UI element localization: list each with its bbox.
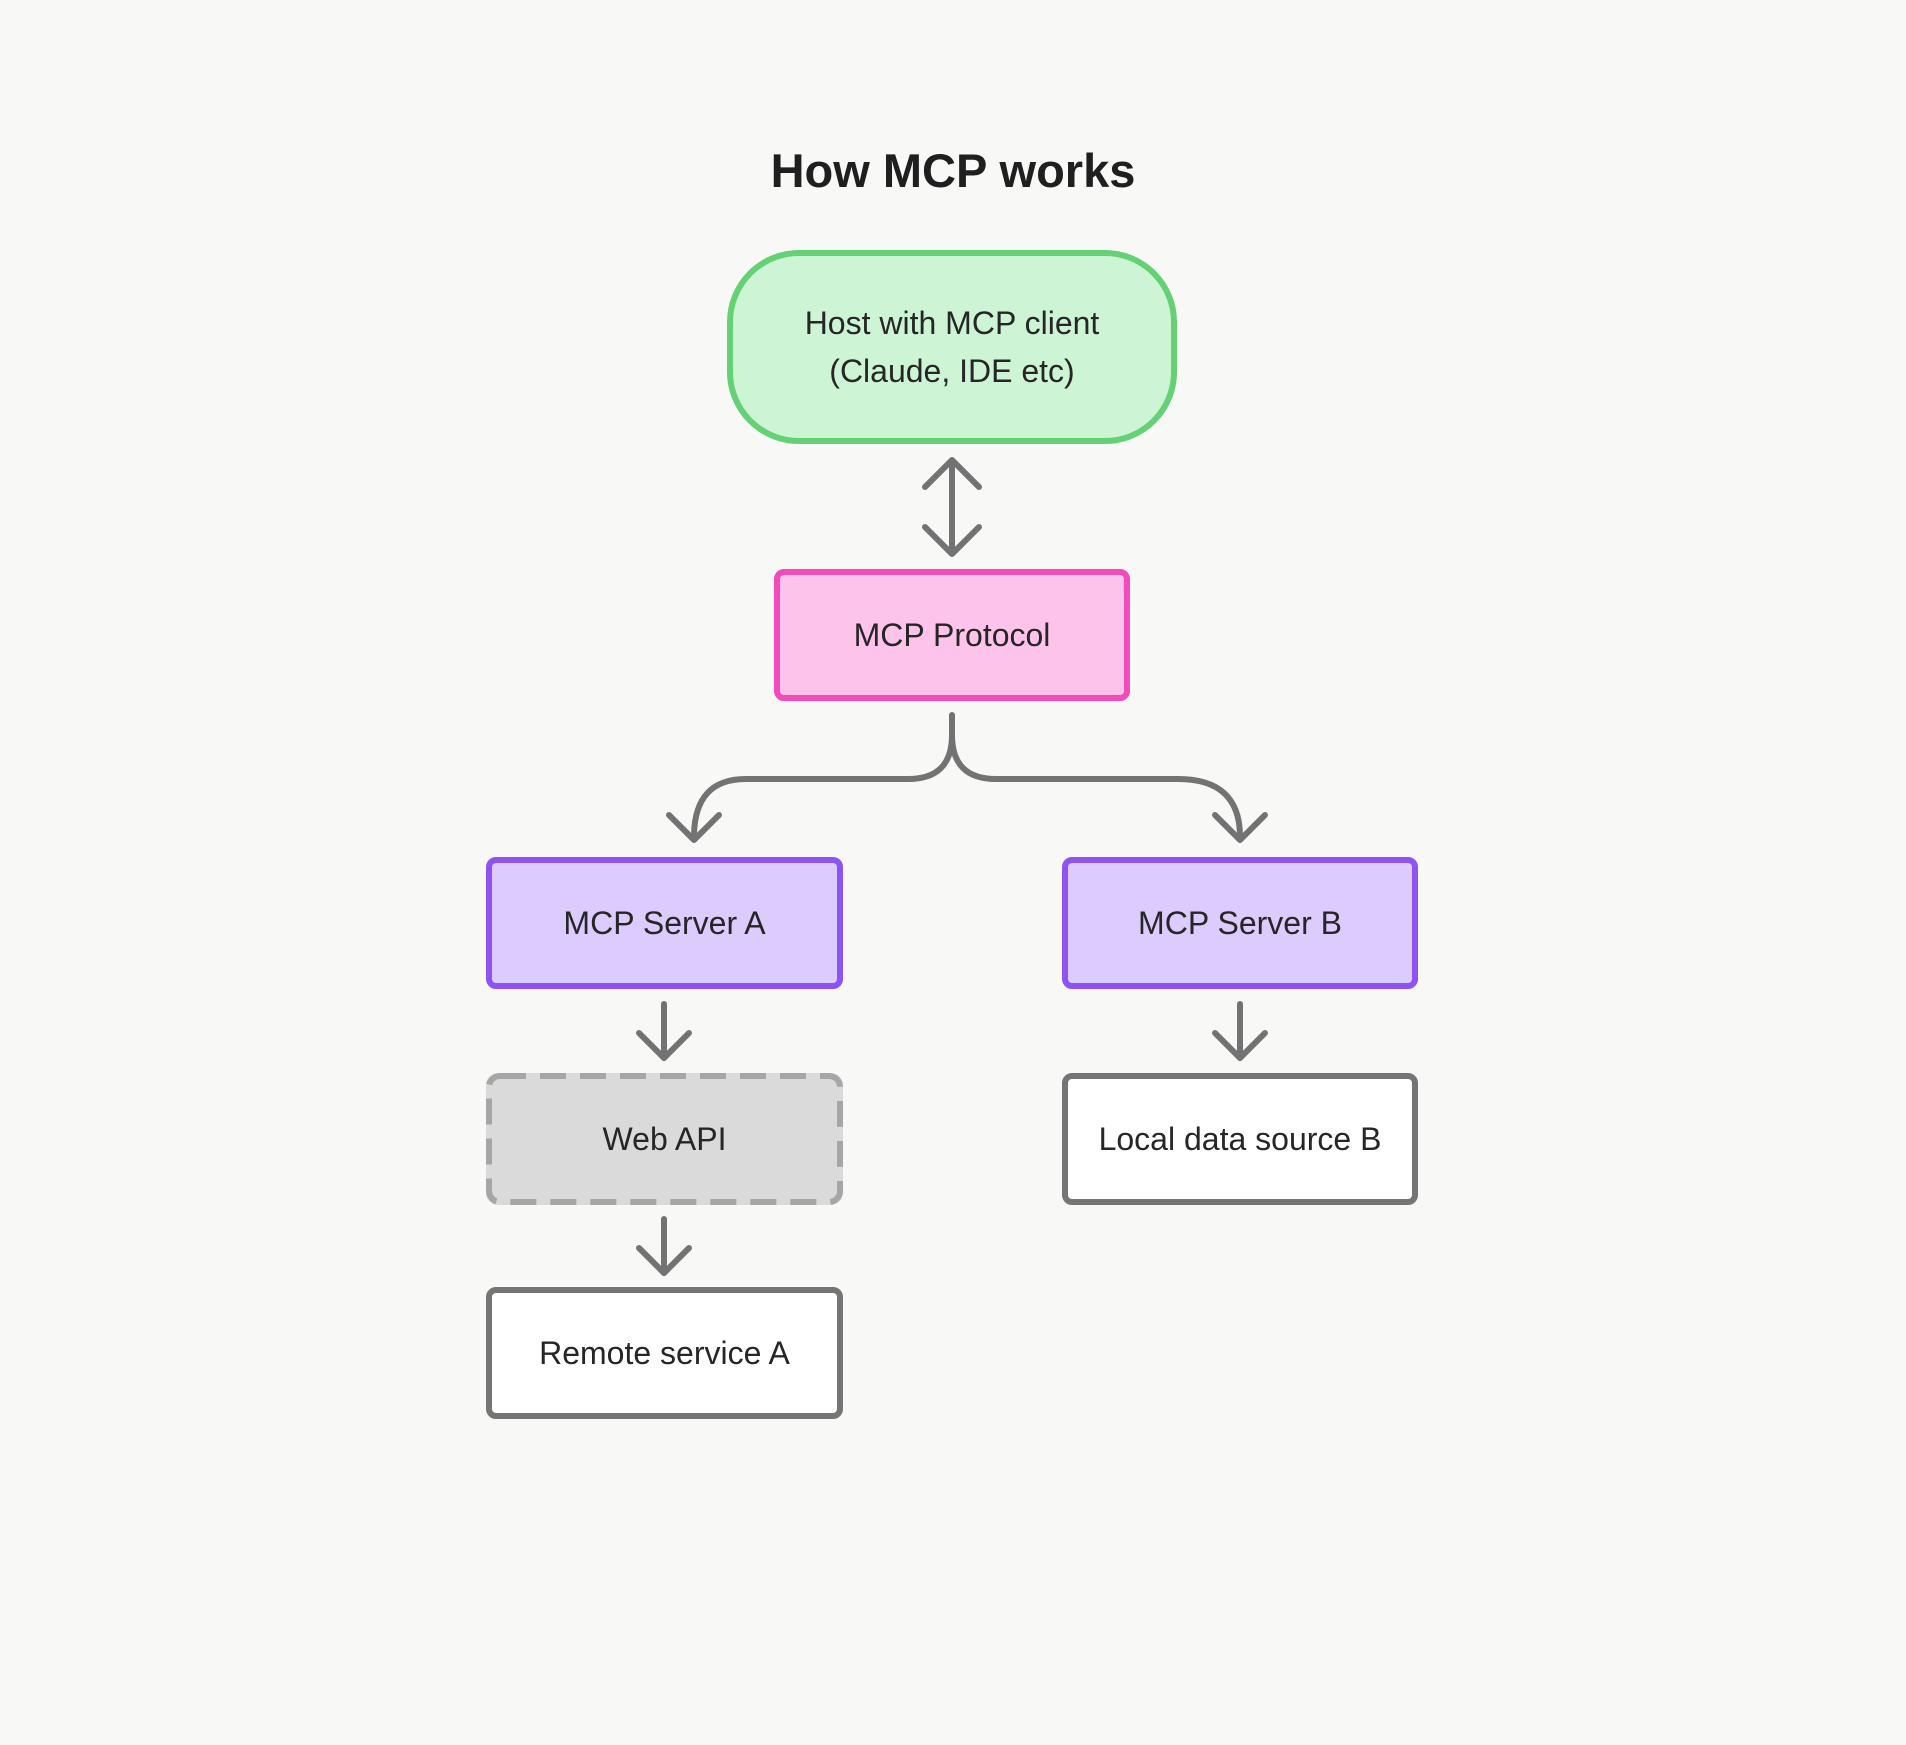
edge-protocol-server-a bbox=[666, 712, 955, 843]
host-node[interactable]: Host with MCP client (Claude, IDE etc) bbox=[727, 250, 1177, 444]
remote-service-a-node[interactable]: Remote service A bbox=[486, 1287, 843, 1419]
edge-host-protocol bbox=[922, 457, 982, 557]
mcp-server-b-node[interactable]: MCP Server B bbox=[1062, 857, 1418, 989]
host-node-label-line1: Host with MCP client bbox=[804, 305, 1100, 341]
edge-web-api-remote-a bbox=[636, 1216, 692, 1276]
web-api-node[interactable]: Web API bbox=[486, 1073, 843, 1205]
local-data-source-b-label: Local data source B bbox=[1098, 1121, 1382, 1157]
mcp-server-a-label: MCP Server A bbox=[563, 905, 766, 941]
mcp-protocol-node[interactable]: MCP Protocol bbox=[774, 569, 1130, 701]
web-api-dashed-border bbox=[486, 1073, 843, 1205]
remote-service-a-label: Remote service A bbox=[539, 1335, 790, 1371]
edge-server-b-local-b bbox=[1212, 1001, 1268, 1061]
edge-protocol-server-b bbox=[949, 732, 1268, 843]
mcp-server-b-label: MCP Server B bbox=[1138, 905, 1342, 941]
mcp-protocol-label: MCP Protocol bbox=[853, 617, 1051, 653]
diagram-title: How MCP works bbox=[770, 144, 1136, 197]
edge-server-a-web-api bbox=[636, 1001, 692, 1061]
host-node-label-line2: (Claude, IDE etc) bbox=[829, 353, 1075, 389]
mcp-server-a-node[interactable]: MCP Server A bbox=[486, 857, 843, 989]
web-api-label: Web API bbox=[602, 1121, 727, 1157]
local-data-source-b-node[interactable]: Local data source B bbox=[1062, 1073, 1418, 1205]
